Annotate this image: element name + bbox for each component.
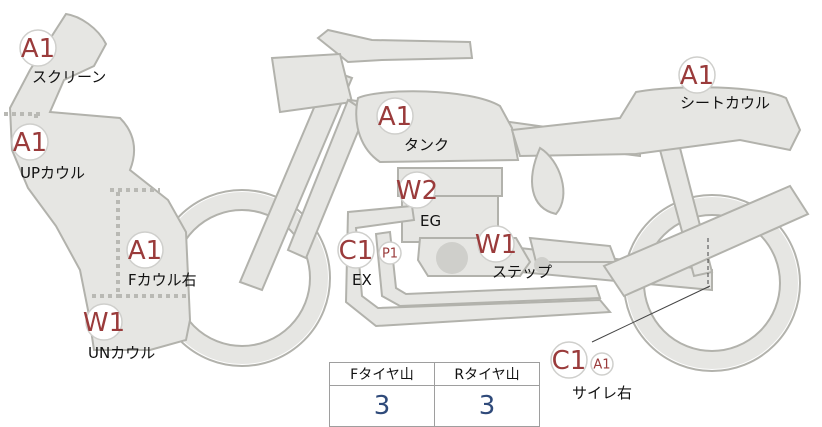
tire-table-value-row: 3 3 [329,385,540,427]
engine-cover [436,242,468,274]
part-label-silencer-right: サイレ右 [572,384,632,402]
badge-code: W2 [396,176,438,206]
front-tire-header: Fタイヤ山 [329,362,435,386]
silencer-leader-line [591,285,711,343]
part-label-under-cowl: UNカウル [88,344,155,362]
badge-code: W1 [83,308,125,338]
badge-upper-cowl: A1 UPカウル [11,123,85,182]
badge-code: W1 [475,230,517,260]
badge-under-cowl: W1 UNカウル [83,303,155,362]
step-peg [534,257,550,273]
part-label-seat-cowl: シートカウル [680,94,770,112]
badge-engine: W2 EG [396,171,441,230]
headlight-mount [270,52,354,114]
badge-seat-cowl: A1 シートカウル [678,56,770,112]
part-label-upper-cowl: UPカウル [20,164,85,182]
damage-badges: A1 スクリーン A1 UPカウル A1 Fカウル右 W1 UNカウル A1 タ… [11,29,770,402]
badge-silencer-right: C1 A1 サイレ右 [550,341,632,402]
chain-guard [531,146,565,216]
handlebar [316,28,474,64]
badge-code: A1 [13,128,47,158]
badge-screen: A1 スクリーン [19,29,106,86]
badge-tank: A1 タンク [376,97,449,154]
badge-code: A1 [680,61,714,91]
badge-code-secondary: A1 [593,358,610,373]
badge-code: A1 [21,34,55,64]
seat-cowl [510,86,802,158]
part-label-f-cowl-right: Fカウル右 [128,271,197,289]
front-tire-value: 3 [329,385,435,427]
rear-tire-header: Rタイヤ山 [434,362,540,386]
part-label-engine: EG [420,212,441,230]
part-label-tank: タンク [404,136,449,154]
badge-code: C1 [339,236,374,266]
badge-code: A1 [128,236,162,266]
badge-code-secondary: P1 [382,247,398,262]
part-label-exhaust: EX [352,271,372,289]
rear-tire-value: 3 [434,385,540,427]
badge-code: C1 [552,346,587,376]
badge-f-cowl-right: A1 Fカウル右 [126,231,197,289]
badge-exhaust: C1 P1 EX [337,231,402,289]
tire-tread-table: Fタイヤ山 Rタイヤ山 3 3 [329,362,540,427]
tire-table-header-row: Fタイヤ山 Rタイヤ山 [329,362,540,386]
badge-step: W1 ステップ [475,225,552,281]
silencer [602,184,810,298]
badge-code: A1 [378,102,412,132]
part-label-step: ステップ [492,263,552,281]
part-label-screen: スクリーン [32,68,106,86]
exhaust-pipe [344,204,613,328]
